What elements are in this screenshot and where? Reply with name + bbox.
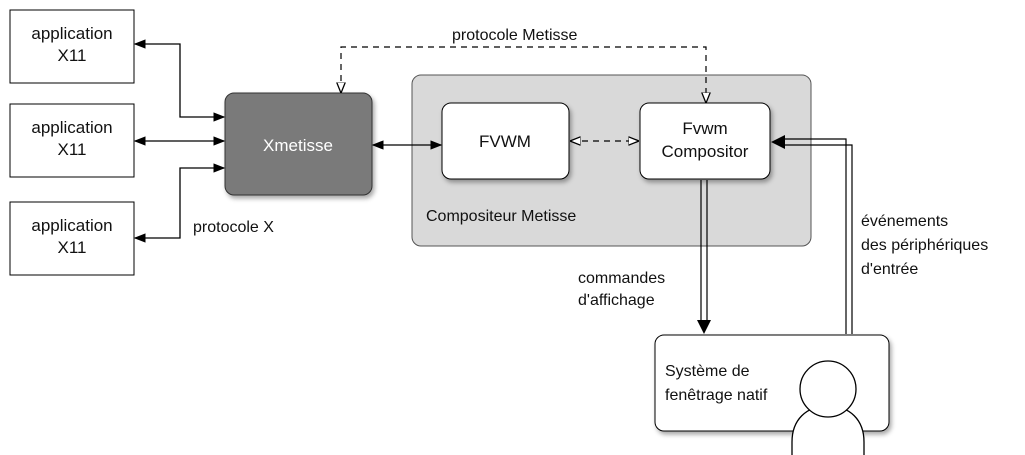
application-x11-label: application	[31, 118, 112, 137]
application-x11-label: X11	[58, 238, 87, 257]
evenements-label: d'entrée	[861, 261, 918, 278]
application-x11-box-3: application X11	[9, 201, 135, 276]
systeme-fenetrage-label: Système de	[665, 363, 750, 380]
application-x11-label: X11	[58, 46, 87, 65]
protocole-metisse-label: protocole Metisse	[452, 27, 577, 44]
systeme-fenetrage-label: fenêtrage natif	[665, 387, 768, 404]
fvwm-box: FVWM	[441, 102, 570, 180]
evenements-label: événements	[861, 213, 948, 230]
edges-protocole-x	[133, 39, 226, 243]
application-x11-box-1: application X11	[9, 9, 135, 84]
edge-app1-xmetisse	[133, 39, 226, 122]
application-x11-label: X11	[58, 140, 87, 159]
application-x11-label: application	[31, 216, 112, 235]
application-x11-label: application	[31, 24, 112, 43]
application-x11-box-2: application X11	[9, 103, 135, 178]
xmetisse-box: Xmetisse	[224, 92, 373, 196]
evenements-label: des périphériques	[861, 237, 988, 254]
commandes-affichage-label: d'affichage	[578, 292, 655, 309]
fvwm-compositor-box: Fvwm Compositor	[639, 102, 771, 180]
commandes-affichage-label: commandes	[578, 270, 665, 287]
edge-commandes-affichage	[697, 180, 711, 334]
edge-evenements	[771, 135, 853, 334]
xmetisse-label: Xmetisse	[263, 136, 333, 155]
edge-protocole-metisse	[341, 46, 706, 102]
user-icon	[791, 360, 865, 455]
fvwm-label: FVWM	[479, 132, 531, 151]
edge-app3-xmetisse	[133, 163, 226, 243]
fvwm-compositor-label: Compositor	[662, 142, 749, 161]
compositeur-metisse-label: Compositeur Metisse	[426, 208, 576, 225]
protocole-x-label: protocole X	[193, 219, 274, 236]
fvwm-compositor-label: Fvwm	[682, 119, 727, 138]
